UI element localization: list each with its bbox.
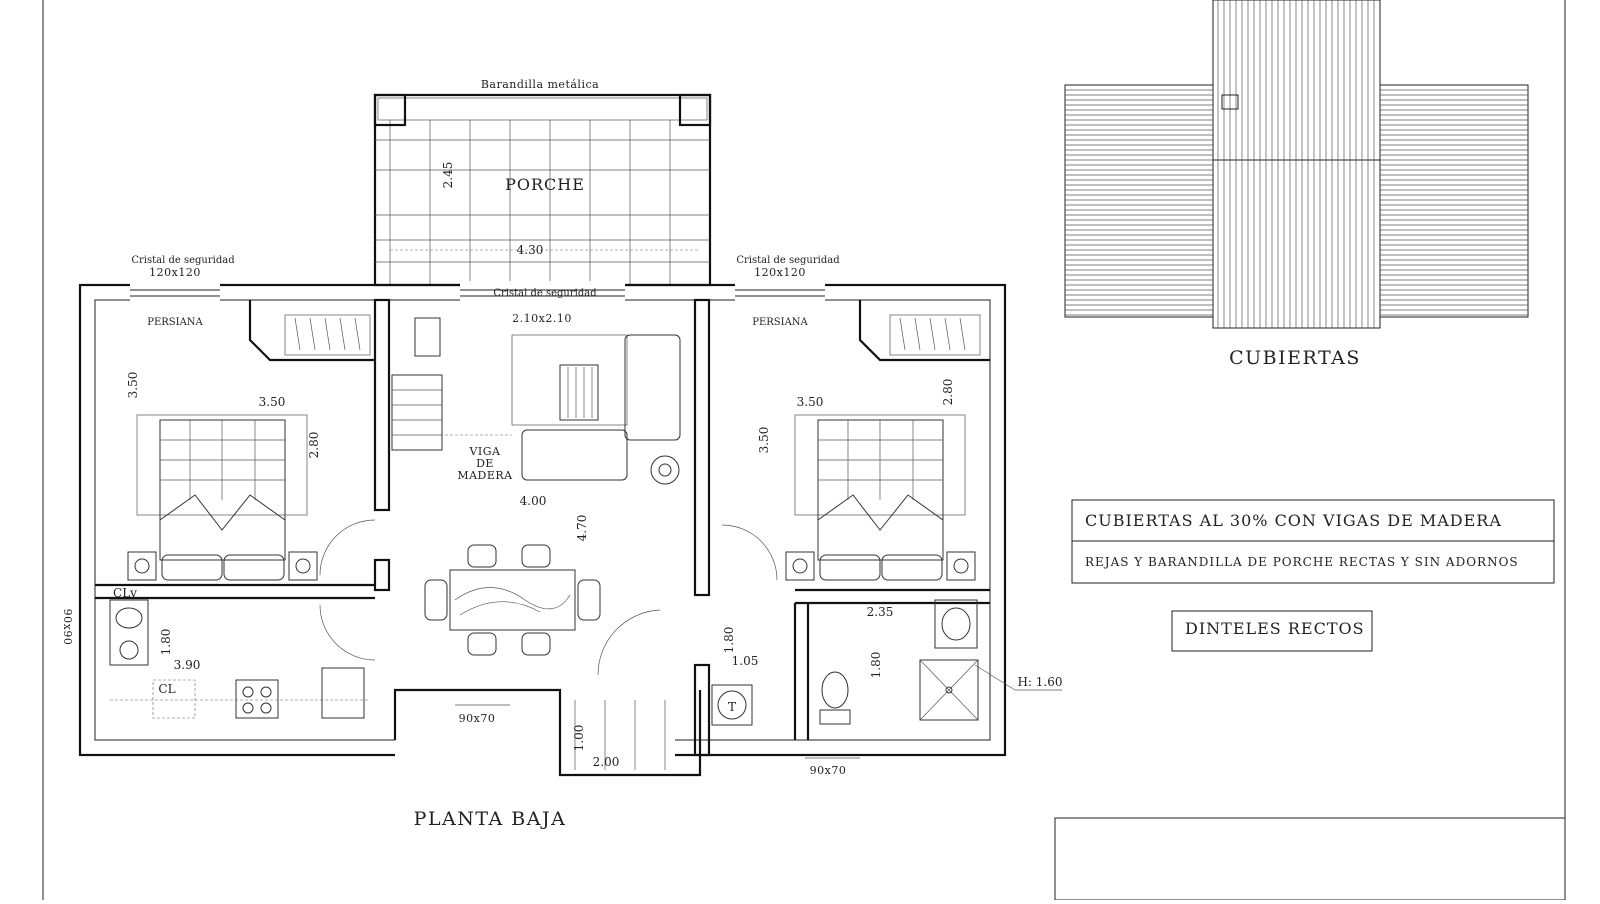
window-left-label: Cristal de seguridad xyxy=(131,255,235,266)
note-lintels: DINTELES RECTOS xyxy=(1185,619,1365,638)
bed-left xyxy=(159,419,286,561)
door-arc-bedroom-right xyxy=(721,524,778,581)
title-block xyxy=(1054,817,1566,901)
interior-walls xyxy=(95,298,990,757)
hall-width-dim: 1.05 xyxy=(732,654,759,668)
door-arc-kitchen xyxy=(319,604,376,661)
entry-steps: 1.00 2.00 xyxy=(572,700,666,770)
blind-left-label: PERSIANA xyxy=(147,317,203,328)
beam-label-3: MADERA xyxy=(457,469,513,482)
living-width-dim: 4.00 xyxy=(520,494,547,508)
entry-depth-dim: 1.00 xyxy=(572,725,586,752)
bedroom-right: PERSIANA 3.50 3.50 2.80 xyxy=(721,317,976,581)
window-center-label: Cristal de seguridad xyxy=(493,288,597,299)
note-roof-slope: CUBIERTAS AL 30% CON VIGAS DE MADERA xyxy=(1085,511,1502,530)
rug-right xyxy=(794,414,966,516)
notes-box xyxy=(1071,499,1555,652)
bathroom-width-dim: 2.35 xyxy=(867,605,894,619)
living-depth-dim: 4.70 xyxy=(575,515,589,542)
entry-width-dim: 2.00 xyxy=(593,755,620,769)
window-bottom-right-size: 90x70 xyxy=(810,764,847,777)
window-center-size: 2.10x2.10 xyxy=(512,312,572,325)
window-left-size: 120x120 xyxy=(149,266,201,279)
toilet xyxy=(821,671,849,709)
closet-right xyxy=(858,300,990,362)
chimney-icon xyxy=(1221,94,1239,110)
porch-width-dim: 4.30 xyxy=(517,243,544,257)
living-room: VIGA DE MADERA 4.00 4.70 xyxy=(319,317,681,676)
kitchen: CLv 90x90 1.80 3.90 CL xyxy=(61,586,370,719)
washer-outline xyxy=(152,679,196,719)
living-rug xyxy=(511,334,628,426)
bathroom: 2.35 1.80 H: 1.60 xyxy=(819,599,1063,725)
window-bottom-left-size: 90x70 xyxy=(459,712,496,725)
kitchen-depth-dim: 1.80 xyxy=(159,629,173,656)
kitchen-side-window: 90x90 xyxy=(61,609,74,646)
beam-label-1: VIGA xyxy=(468,445,501,458)
porch-column-nw xyxy=(373,93,407,127)
cooktop-icon xyxy=(235,679,279,719)
window-right-size: 120x120 xyxy=(754,266,806,279)
roof-plan xyxy=(1064,0,1529,329)
fridge xyxy=(321,667,365,719)
bedroom-right-bed-dim: 2.80 xyxy=(941,379,955,406)
door-arc-bedroom-left xyxy=(319,519,376,576)
porch: Barandilla metálica PORCHE 4.30 2.45 xyxy=(373,78,712,287)
bedroom-left-bed-dim: 2.80 xyxy=(307,432,321,459)
bedroom-right-width-dim: 3.50 xyxy=(797,395,824,409)
porch-column-ne xyxy=(678,93,712,127)
dryer-label: T xyxy=(728,700,736,714)
beam-label-2: DE xyxy=(476,457,494,470)
hall-depth-dim: 1.80 xyxy=(722,627,736,654)
dryer xyxy=(711,684,753,726)
porch-railing-label: Barandilla metálica xyxy=(481,78,599,91)
bath-sink xyxy=(934,599,978,649)
blind-right-label: PERSIANA xyxy=(752,317,808,328)
washer-label: CL xyxy=(158,682,175,696)
stove-icon xyxy=(414,317,441,357)
utility-hall: 1.80 1.05 T xyxy=(711,627,759,726)
plan-title: PLANTA BAJA xyxy=(414,808,567,830)
kitchen-width-dim: 3.90 xyxy=(174,658,201,672)
sink xyxy=(109,599,149,666)
exterior-walls xyxy=(78,281,1007,777)
sink-label: CLv xyxy=(113,586,137,600)
sofa-bottom xyxy=(521,429,628,481)
shower-height-label: H: 1.60 xyxy=(1017,675,1062,689)
floor-lamp-icon xyxy=(650,455,680,485)
bedroom-left-width-dim: 3.50 xyxy=(259,395,286,409)
roof-title: CUBIERTAS xyxy=(1229,347,1361,369)
window-right-label: Cristal de seguridad xyxy=(736,255,840,266)
dining-table xyxy=(449,569,576,631)
door-arc-entry xyxy=(597,609,661,676)
fireplace xyxy=(391,374,443,451)
rug-left xyxy=(136,414,308,516)
bedroom-left-depth-dim: 3.50 xyxy=(126,372,140,399)
porch-name: PORCHE xyxy=(505,175,585,194)
closet-left xyxy=(248,300,375,362)
porch-depth-dim: 2.45 xyxy=(441,162,455,189)
note-railings: REJAS Y BARANDILLA DE PORCHE RECTAS Y SI… xyxy=(1085,555,1519,569)
bedroom-left: PERSIANA 3.50 3.50 2.80 xyxy=(126,317,376,581)
coffee-table xyxy=(559,364,599,421)
sofa-right xyxy=(624,334,681,441)
bedroom-right-depth-dim: 3.50 xyxy=(757,427,771,454)
bathroom-depth-dim: 1.80 xyxy=(869,652,883,679)
shower-tray xyxy=(919,659,979,721)
bed-right xyxy=(817,419,944,561)
